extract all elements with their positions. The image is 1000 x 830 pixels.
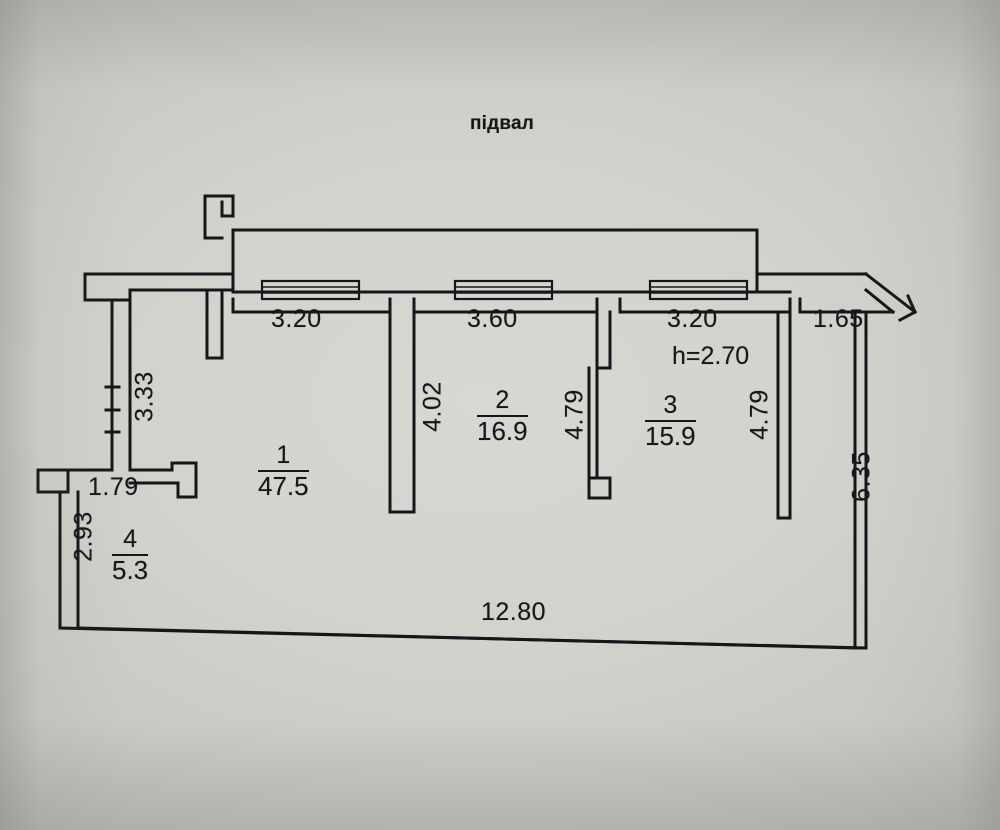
dimension-left-inner: 3.33: [130, 371, 159, 422]
room-1-number: 1: [258, 442, 309, 472]
room-label-2: 2 16.9: [477, 387, 528, 446]
room-1-area: 47.5: [258, 470, 309, 501]
dimension-room2-right: 4.79: [560, 389, 589, 440]
room-3-area: 15.9: [645, 420, 696, 451]
dimension-room1-right: 4.02: [418, 381, 447, 432]
room-3-number: 3: [645, 392, 696, 422]
dimension-room4-left: 2.93: [69, 511, 98, 562]
room-4-area: 5.3: [112, 554, 149, 585]
room-2-number: 2: [477, 387, 528, 417]
dimension-room3-right: 4.79: [745, 389, 774, 440]
dimension-top-span-4: 1.65: [813, 305, 864, 333]
room-label-1: 1 47.5: [258, 442, 309, 501]
room-label-4: 4 5.3: [112, 526, 149, 585]
room-2-area: 16.9: [477, 415, 528, 446]
page-title: підвал: [470, 113, 535, 134]
ceiling-height-label: h=2.70: [672, 342, 750, 370]
room-4-number: 4: [112, 526, 149, 556]
dimension-top-span-2: 3.60: [467, 305, 518, 333]
room-label-3: 3 15.9: [645, 392, 696, 451]
dimension-top-span-3: 3.20: [667, 305, 718, 333]
dimension-room4-top: 1.79: [88, 473, 139, 501]
dimension-overall-width: 12.80: [481, 598, 547, 626]
dimension-top-span-1: 3.20: [271, 305, 322, 333]
dimension-right-outer: 6.35: [847, 451, 876, 502]
